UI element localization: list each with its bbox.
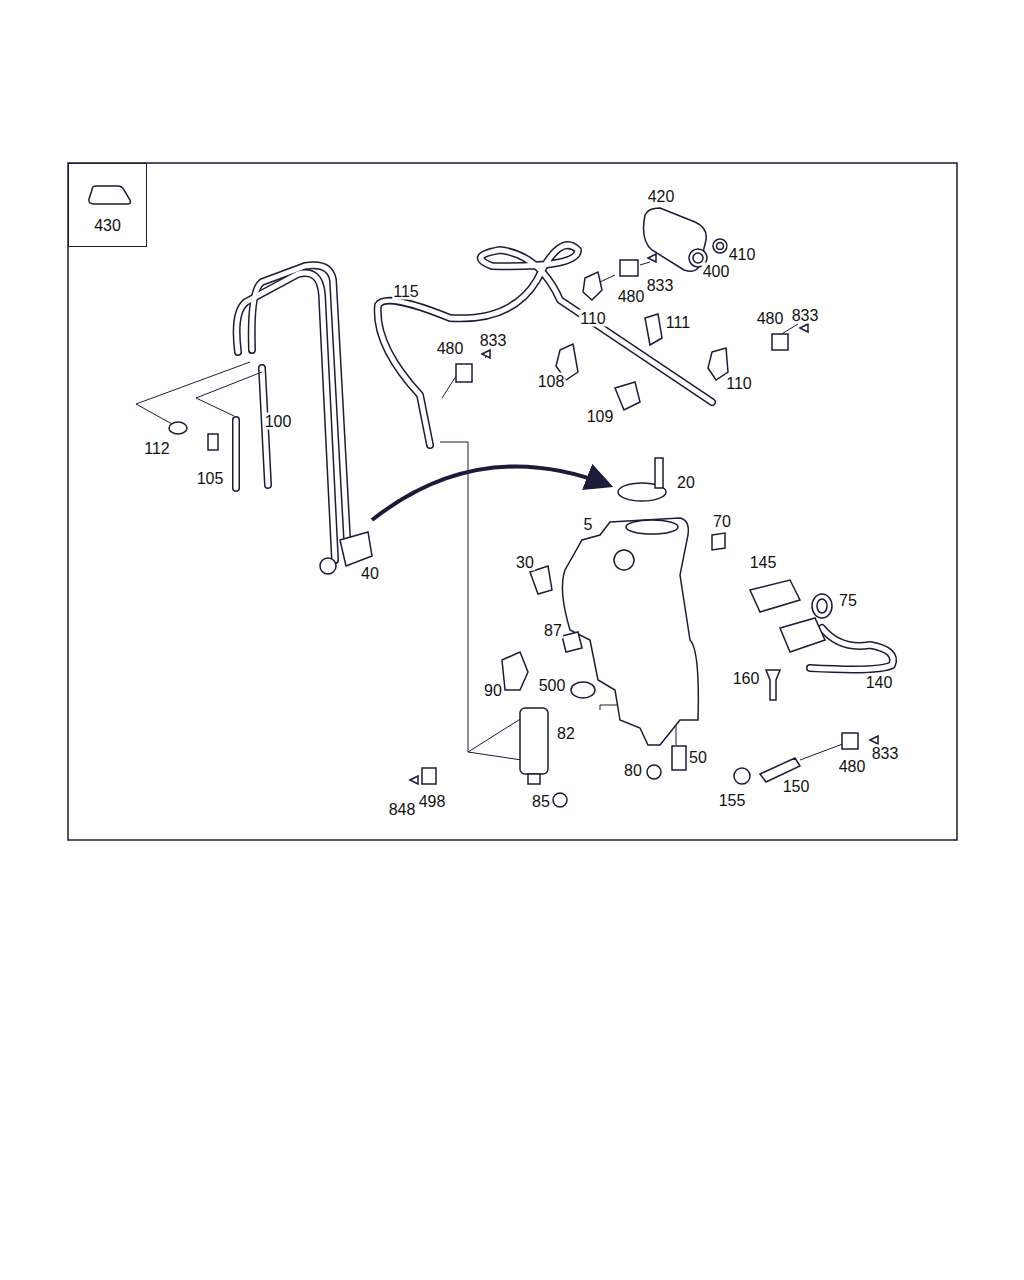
callout-number: 50 xyxy=(688,749,708,766)
callout-number: 112 xyxy=(143,440,171,457)
callout-number: 108 xyxy=(537,373,566,390)
relocation-arrow xyxy=(372,466,608,520)
leader-lines xyxy=(136,262,848,762)
inset-box: 430 xyxy=(68,163,147,247)
callout-number: 70 xyxy=(712,513,732,530)
callout-number: 30 xyxy=(515,554,535,571)
callout-number: 100 xyxy=(264,413,293,430)
callout-number: 115 xyxy=(392,283,420,300)
callout-number: 110 xyxy=(579,310,607,327)
callout-number: 833 xyxy=(479,332,508,349)
callout-number: 145 xyxy=(749,554,778,571)
callout-number: 5 xyxy=(583,516,594,533)
callout-number: 833 xyxy=(871,745,900,762)
callout-number: 110 xyxy=(725,375,753,392)
callout-number: 82 xyxy=(556,725,576,742)
callout-number: 140 xyxy=(865,674,894,691)
callout-number: 833 xyxy=(646,277,675,294)
callout-number: 90 xyxy=(483,682,503,699)
callout-number: 85 xyxy=(531,793,551,810)
callout-number: 500 xyxy=(538,677,567,694)
callout-number: 111 xyxy=(665,314,691,331)
callout-number: 20 xyxy=(676,474,696,491)
callout-number: 410 xyxy=(728,246,757,263)
callout-number: 105 xyxy=(196,470,225,487)
frame xyxy=(68,163,957,840)
parts xyxy=(169,208,878,807)
callout-number: 155 xyxy=(718,792,747,809)
callout-number: 80 xyxy=(623,762,643,779)
callout-number: 833 xyxy=(791,307,820,324)
pad-icon xyxy=(89,186,131,204)
callout-number: 480 xyxy=(838,758,867,775)
callout-number: 40 xyxy=(360,565,380,582)
callout-number: 150 xyxy=(782,778,811,795)
callout-number: 87 xyxy=(543,622,563,639)
callout-number: 480 xyxy=(436,340,465,357)
callout-number: 498 xyxy=(418,793,447,810)
callout-number: 848 xyxy=(388,801,417,818)
part-number: 430 xyxy=(94,217,121,234)
callout-number: 160 xyxy=(732,670,761,687)
callout-number: 480 xyxy=(617,288,646,305)
callout-number: 420 xyxy=(647,188,676,205)
callout-number: 75 xyxy=(838,592,858,609)
callout-number: 109 xyxy=(586,408,615,425)
callout-number: 400 xyxy=(702,263,731,280)
callout-number: 480 xyxy=(756,310,785,327)
